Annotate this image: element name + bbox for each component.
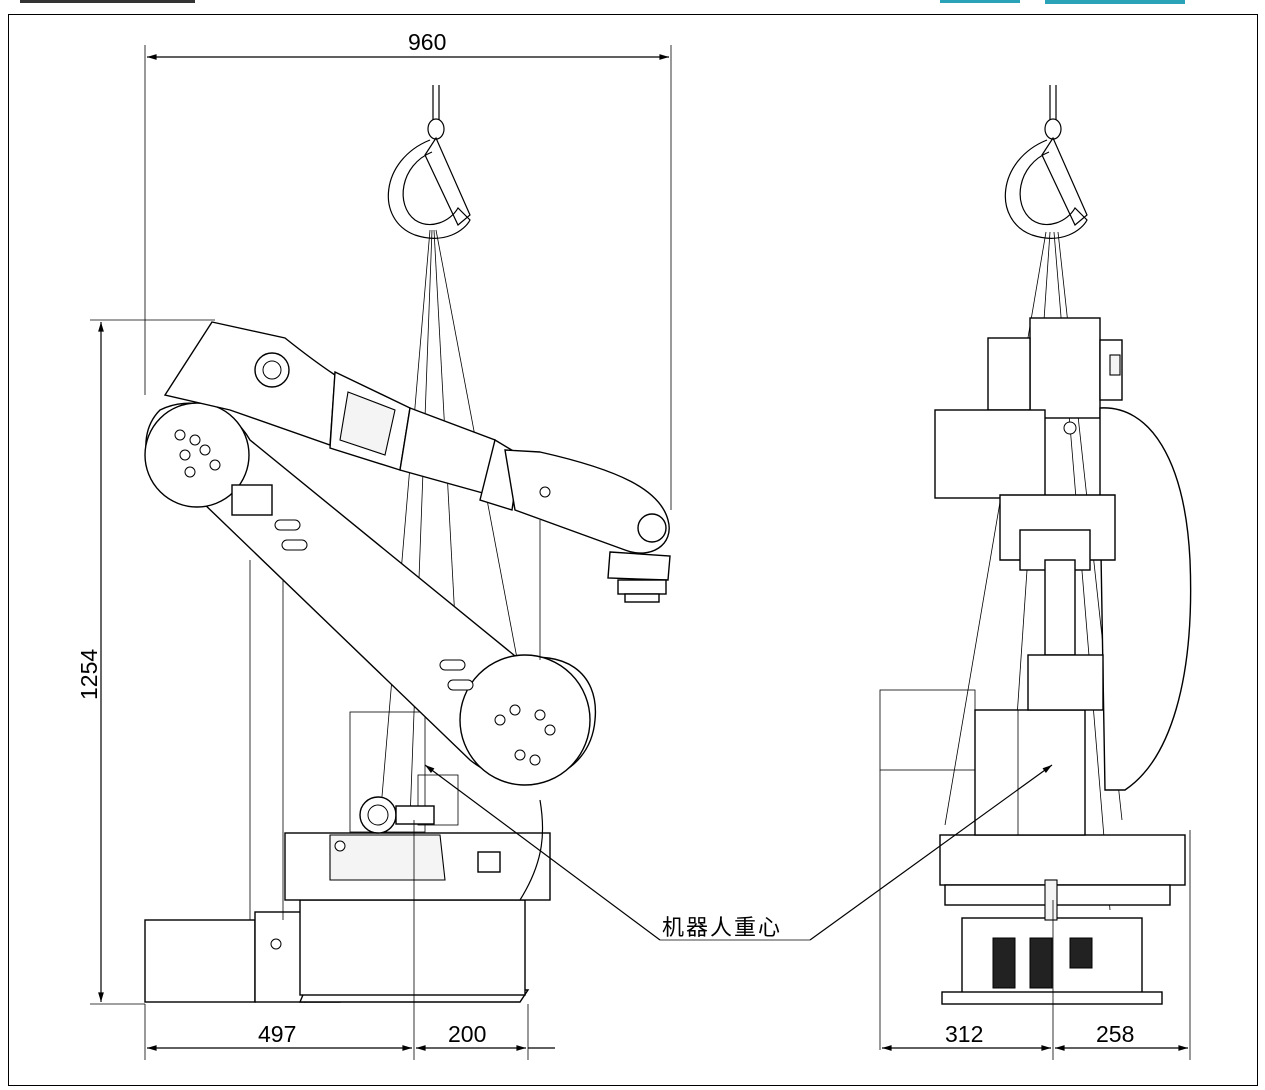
right-view: 312 258 xyxy=(879,85,1192,1060)
dim-side-left-label: 312 xyxy=(945,1021,983,1047)
dim-top-width-label: 960 xyxy=(408,29,446,55)
top-strip xyxy=(0,0,1265,10)
dim-height-label: 1254 xyxy=(76,649,102,700)
dim-base-left: 497 200 xyxy=(144,820,555,1060)
cog-callout: 机器人重心 xyxy=(424,764,1053,941)
dim-side-right-label: 258 xyxy=(1096,1021,1134,1047)
left-upper-arm xyxy=(163,321,671,660)
top-strip-graphic xyxy=(20,0,1185,4)
header-accent-left xyxy=(940,0,1020,3)
cog-label: 机器人重心 xyxy=(662,916,782,941)
left-base xyxy=(144,560,551,1003)
dim-base-right-label: 200 xyxy=(448,1021,486,1047)
dim-height: 1254 xyxy=(76,319,215,1005)
header-accent-right xyxy=(1045,0,1185,4)
dim-base-left-label: 497 xyxy=(258,1021,296,1047)
dim-top-width: 960 xyxy=(144,29,672,510)
left-view: 960 1254 497 200 xyxy=(76,29,672,1060)
drawing-frame xyxy=(8,14,1258,1086)
right-arm xyxy=(934,317,1192,791)
right-base xyxy=(879,689,1186,1050)
header-text-bar xyxy=(20,0,195,3)
left-lower-arm xyxy=(144,402,597,834)
dim-side-base: 312 258 xyxy=(882,830,1191,1060)
